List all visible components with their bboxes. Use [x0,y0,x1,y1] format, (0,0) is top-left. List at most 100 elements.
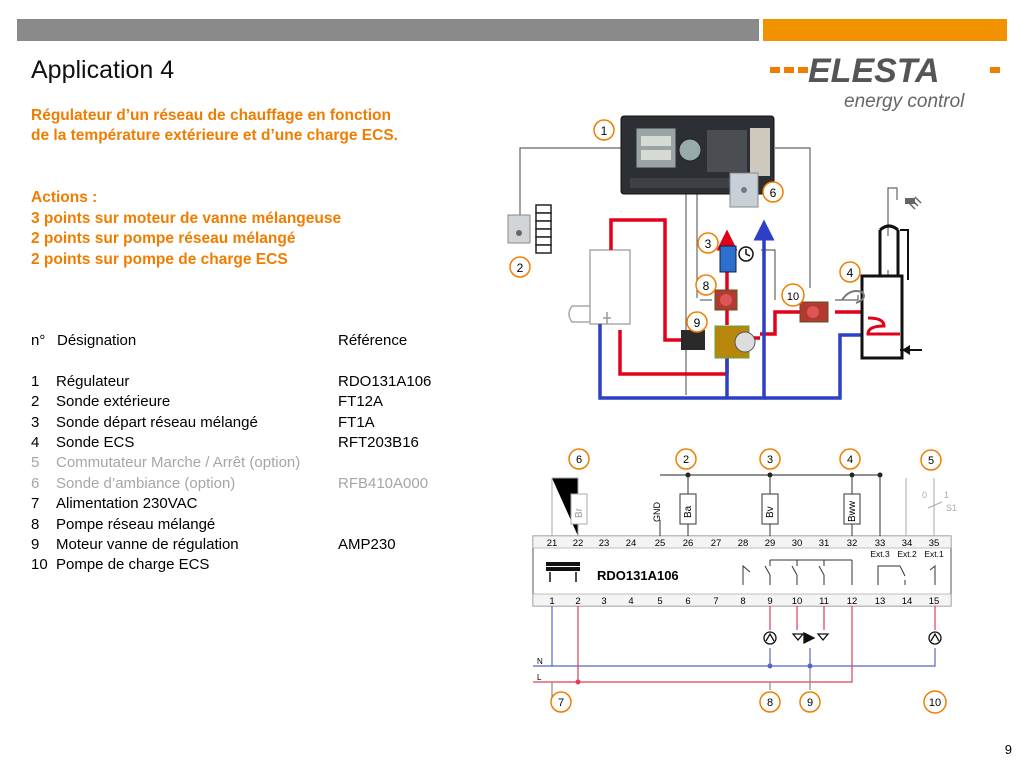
wiring-callouts: 6 2 3 4 5 7 8 9 10 [550,448,947,714]
callout-6: 6 [568,448,590,470]
row-designation: Commutateur Marche / Arrêt (option) [56,454,301,472]
hydraulic-diagram: 1 2 3 4 6 8 9 10 [507,115,922,400]
bottom-terminal-number: 2 [575,596,580,607]
row-reference: FT12A [338,393,384,411]
row-number: 10 [31,556,48,574]
svg-text:8: 8 [703,279,710,293]
gnd-label: GND [652,502,662,523]
supply-sensor [719,245,754,273]
bottom-terminal-number: 13 [875,596,886,607]
svg-text:5: 5 [928,455,934,467]
line-l: L [537,673,542,682]
sensor-box: Br [570,493,588,525]
row-reference: RFT203B16 [338,433,419,451]
sensor-box: Ba [679,493,697,525]
logo-dash [990,67,1000,73]
row-designation: Moteur vanne de régulation [56,535,239,553]
row-number: 1 [31,372,40,390]
svg-text:Ext.1: Ext.1 [924,549,944,559]
elesta-logo: ELESTA energy control [768,50,1004,114]
svg-text:Ext.2: Ext.2 [897,549,917,559]
row-number: 6 [31,474,40,492]
return-pipes [598,219,865,400]
logo-dash [798,67,808,73]
header-bar-grey [17,19,759,41]
top-terminal-number: 34 [902,538,913,549]
top-terminal-number: 23 [599,538,610,549]
dhw-sensor [841,290,865,304]
subtitle-line: Régulateur d’un réseau de chauffage en f… [31,107,391,124]
row-designation: Sonde d’ambiance (option) [56,474,236,492]
hydraulic-callouts: 1 2 3 4 6 8 9 10 [509,119,861,333]
callout-2: 2 [509,256,531,278]
logo-dash [784,67,794,73]
bottom-terminal-number: 9 [767,596,772,607]
wiring-diagram: RDO131A106 [532,448,957,714]
svg-text:Ext.3: Ext.3 [870,549,890,559]
logo-brand: ELESTA [808,52,940,90]
svg-text:4: 4 [847,454,853,466]
row-designation: Sonde départ réseau mélangé [56,413,258,431]
row-designation: Alimentation 230VAC [56,495,198,513]
ext-labels: Ext.3 Ext.2 Ext.1 [870,549,944,559]
svg-text:8: 8 [767,697,773,709]
callout-9: 9 [799,691,821,713]
callout-4: 4 [839,261,861,283]
callout-4: 4 [839,448,861,470]
svg-text:1: 1 [601,124,608,138]
callout-3: 3 [697,232,719,254]
room-sensor [729,172,759,208]
svg-text:6: 6 [770,186,777,200]
option-switch: 0 1 S1 [922,490,957,513]
row-designation: Sonde extérieure [56,393,171,411]
top-terminal-number: 30 [792,538,803,549]
slide-subtitle: Régulateur d’un réseau de chauffage en f… [31,106,491,146]
callout-10: 10 [781,283,805,307]
callout-6: 6 [762,181,784,203]
header-reference: Référence [338,332,408,349]
top-terminal-number: 31 [819,538,830,549]
actions-block: Actions : 3 points sur moteur de vanne m… [31,188,491,270]
top-terminal-number: 27 [711,538,722,549]
callout-2: 2 [675,448,697,470]
svg-text:Br: Br [574,507,585,518]
row-number: 3 [31,413,40,431]
actuator-symbols [763,631,942,645]
svg-text:10: 10 [787,291,799,303]
svg-text:6: 6 [576,454,582,466]
bottom-terminal-number: 12 [847,596,858,607]
device-name: RDO131A106 [597,568,679,583]
bottom-terminal-number: 8 [740,596,745,607]
actions-title: Actions : [31,189,98,206]
sensor-box: Bww [843,493,861,525]
row-reference: AMP230 [338,535,396,553]
bottom-terminal-number: 15 [929,596,940,607]
callout-3: 3 [759,448,781,470]
row-number: 4 [31,433,40,451]
callout-8: 8 [759,691,781,713]
svg-text:S1: S1 [946,503,957,513]
row-number: 2 [31,393,40,411]
bottom-terminal-number: 10 [792,596,803,607]
bottom-terminal-number: 11 [819,596,829,607]
callout-5: 5 [920,449,942,471]
top-terminal-number: 25 [655,538,666,549]
row-number: 5 [31,454,40,472]
boiler [568,249,631,325]
header-bar-orange [763,19,1007,41]
action-item: 2 points sur pompe de charge ECS [31,250,288,268]
svg-text:Ba: Ba [683,505,694,518]
logo-tagline: energy control [844,91,965,112]
top-terminal-number: 24 [626,538,637,549]
slide-title: Application 4 [31,56,175,84]
top-terminal-number: 26 [683,538,694,549]
top-terminal-number: 35 [929,538,940,549]
svg-text:2: 2 [517,261,524,275]
row-reference: RDO131A106 [338,372,432,390]
row-reference: RFB410A000 [338,474,429,492]
svg-text:1: 1 [944,490,949,500]
row-designation: Régulateur [56,372,130,390]
top-terminal-number: 32 [847,538,858,549]
bottom-terminal-number: 5 [657,596,662,607]
